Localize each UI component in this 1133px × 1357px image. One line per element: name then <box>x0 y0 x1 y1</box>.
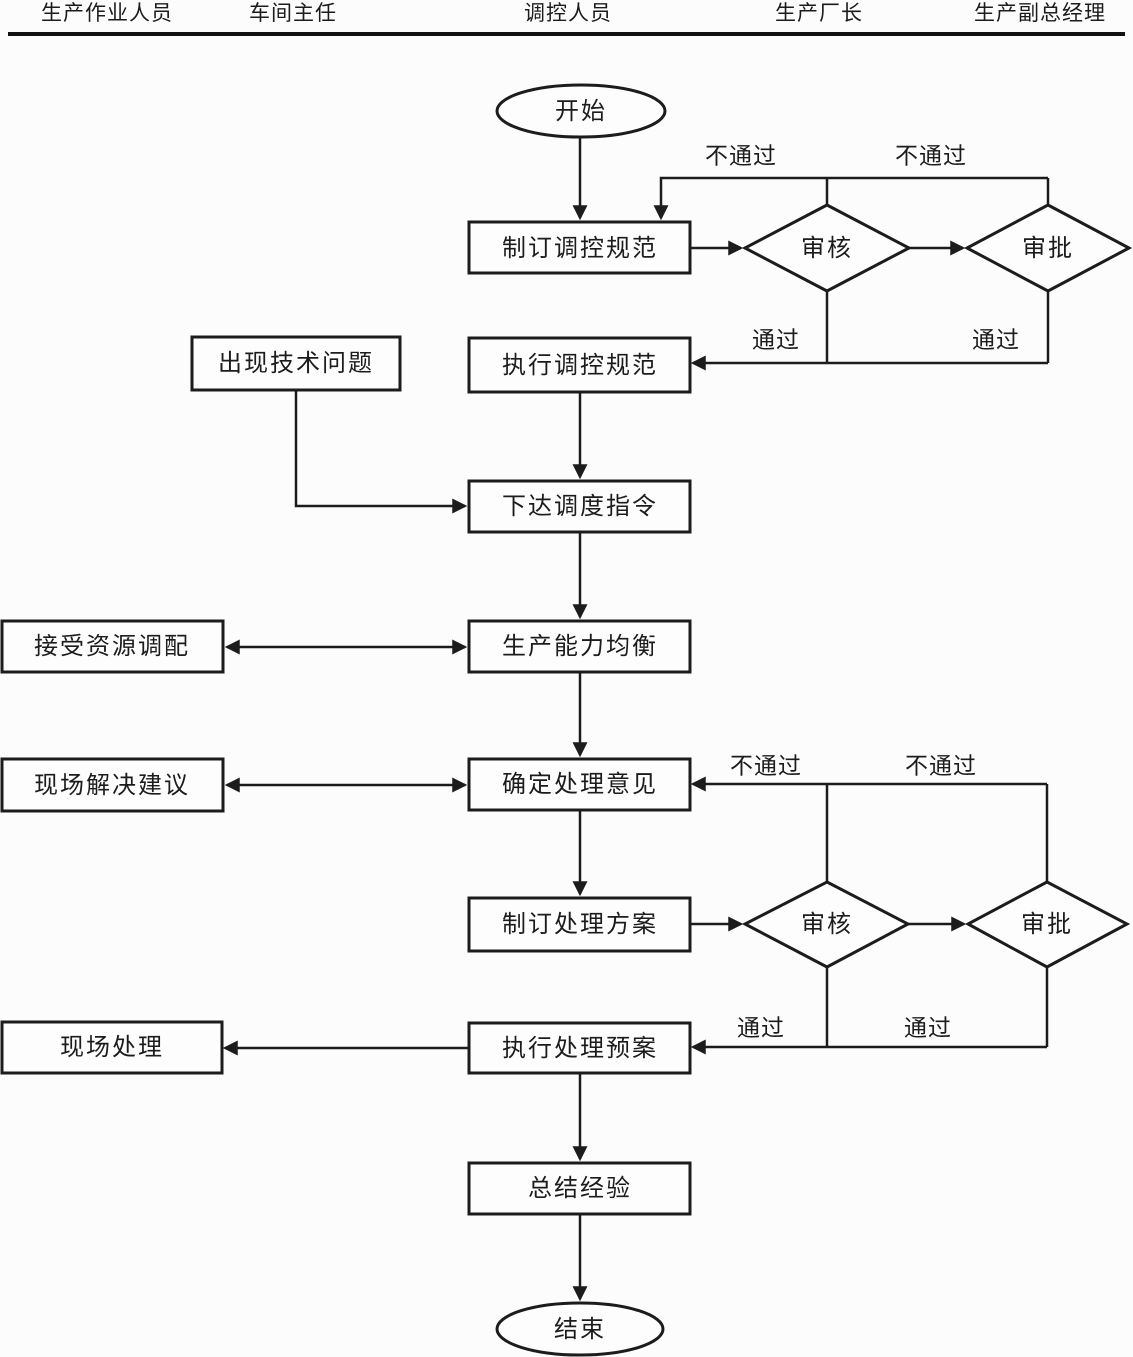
review2-diamond <box>741 880 912 969</box>
dispatch-label: 下达调度指令 <box>502 493 658 520</box>
resource-box <box>0 619 225 674</box>
tech-issue-box <box>190 335 402 392</box>
edge-reject-loop2 <box>693 784 1049 882</box>
tech-issue-label: 出现技术问题 <box>218 350 374 377</box>
node-site-handle: 现场处理 <box>0 1020 224 1075</box>
site-handle-box <box>0 1020 224 1075</box>
node-capacity: 生产能力均衡 <box>467 619 692 674</box>
make-plan-label: 制订处理方案 <box>502 911 658 938</box>
node-tech-issue: 出现技术问题 <box>190 335 402 392</box>
flow-nodes: 开始 制订调控规范 审核 审批 出现技术问题 <box>0 83 1133 1357</box>
approve1-label: 审批 <box>1022 235 1074 262</box>
node-resource: 接受资源调配 <box>0 619 225 674</box>
flow-edges <box>222 137 1050 1302</box>
node-make-plan: 制订处理方案 <box>467 896 692 953</box>
review1-diamond <box>741 203 913 293</box>
label-pass-2a: 通过 <box>737 1016 785 1041</box>
capacity-label: 生产能力均衡 <box>502 633 658 660</box>
summary-box <box>467 1161 692 1216</box>
node-approve1: 审批 <box>963 203 1133 293</box>
summary-label: 总结经验 <box>528 1175 632 1202</box>
node-exec-spec: 执行调控规范 <box>467 336 692 394</box>
label-reject-1a: 不通过 <box>705 144 777 169</box>
capacity-box <box>467 619 692 674</box>
label-reject-2b: 不通过 <box>905 754 977 779</box>
site-suggestion-box <box>0 757 225 813</box>
resource-label: 接受资源调配 <box>34 633 190 660</box>
make-plan-box <box>467 896 692 953</box>
approve2-label: 审批 <box>1021 911 1073 938</box>
start-terminator-label: 开始 <box>555 98 607 125</box>
approve2-diamond <box>964 880 1131 969</box>
node-dispatch: 下达调度指令 <box>467 479 692 534</box>
decide-opinion-box <box>467 757 692 812</box>
dispatch-box <box>467 479 692 534</box>
node-review2: 审核 <box>741 880 912 969</box>
label-reject-1b: 不通过 <box>895 144 967 169</box>
label-pass-1b: 通过 <box>972 328 1020 353</box>
review1-label: 审核 <box>801 235 853 262</box>
label-pass-2b: 通过 <box>904 1016 952 1041</box>
edge-labels: 不通过 不通过 通过 通过 不通过 不通过 通过 通过 <box>705 144 1020 1041</box>
lane-label-production-workers: 生产作业人员 <box>41 1 173 25</box>
approve1-diamond <box>963 203 1133 293</box>
exec-plan-box <box>467 1021 692 1075</box>
node-approve2: 审批 <box>964 880 1131 969</box>
make-spec-label: 制订调控规范 <box>502 235 658 262</box>
exec-spec-box <box>467 336 692 394</box>
lane-label-deputy-general-manager: 生产副总经理 <box>974 1 1106 25</box>
make-spec-box <box>467 220 692 275</box>
node-review1: 审核 <box>741 203 913 293</box>
lane-label-workshop-director: 车间主任 <box>249 1 337 25</box>
end-terminator-label: 结束 <box>554 1316 606 1343</box>
node-site-suggestion: 现场解决建议 <box>0 757 225 813</box>
lane-label-control-staff: 调控人员 <box>524 1 612 25</box>
node-end: 结束 <box>495 1301 665 1357</box>
label-pass-1a: 通过 <box>752 328 800 353</box>
exec-plan-label: 执行处理预案 <box>502 1035 658 1062</box>
edge-reject-loop1 <box>661 176 1050 218</box>
site-handle-label: 现场处理 <box>60 1034 164 1061</box>
edge-tech-issue-to-dispatch <box>294 390 468 514</box>
node-start: 开始 <box>495 83 667 139</box>
node-exec-plan: 执行处理预案 <box>467 1021 692 1075</box>
label-reject-2a: 不通过 <box>730 754 802 779</box>
node-summary: 总结经验 <box>467 1161 692 1216</box>
node-make-spec: 制订调控规范 <box>467 220 692 275</box>
end-terminator-shape <box>495 1301 665 1357</box>
swimlane-header: 生产作业人员 车间主任 调控人员 生产厂长 生产副总经理 <box>8 1 1125 36</box>
lane-label-factory-manager: 生产厂长 <box>775 1 863 25</box>
review2-label: 审核 <box>801 911 853 938</box>
edge-pass-line1 <box>693 291 1050 363</box>
decide-opinion-label: 确定处理意见 <box>502 771 658 798</box>
node-decide-opinion: 确定处理意见 <box>467 757 692 812</box>
exec-spec-label: 执行调控规范 <box>502 352 658 379</box>
edge-pass-line2 <box>693 967 1049 1047</box>
start-terminator-shape <box>495 83 667 139</box>
site-suggestion-label: 现场解决建议 <box>34 772 190 799</box>
